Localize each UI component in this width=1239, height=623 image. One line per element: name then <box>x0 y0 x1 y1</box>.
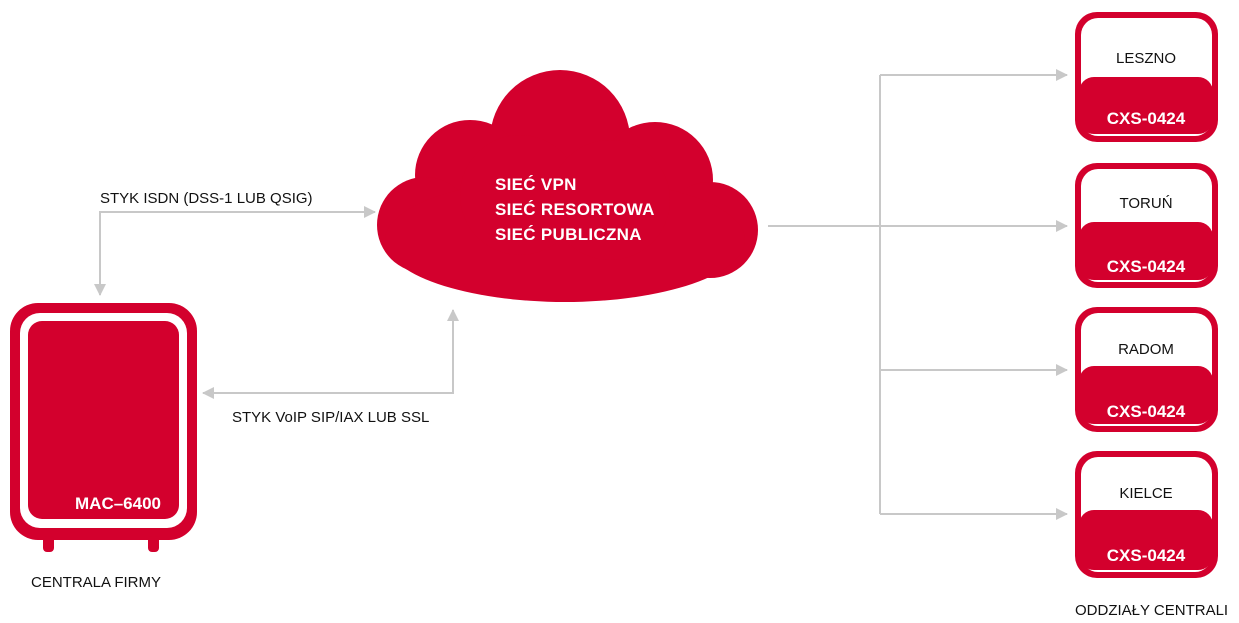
cloud-line-vpn: SIEĆ VPN <box>495 175 577 194</box>
cloud-line-publiczna: SIEĆ PUBLICZNA <box>495 225 642 244</box>
voip-connector <box>202 309 459 399</box>
branch-model-kielce: CXS-0424 <box>1106 546 1186 565</box>
branch-device-torun <box>1075 163 1218 288</box>
branch-connector <box>768 69 1068 520</box>
headquarters-caption: CENTRALA FIRMY <box>31 574 162 591</box>
branch-city-torun: TORUŃ <box>1119 195 1173 212</box>
branches-caption: ODDZIAŁY CENTRALI <box>1075 602 1229 619</box>
voip-link-label: STYK VoIP SIP/IAX LUB SSL <box>232 409 430 426</box>
branch-device-radom <box>1075 307 1218 432</box>
branch-model-torun: CXS-0424 <box>1106 257 1186 276</box>
branch-city-leszno: LESZNO <box>1115 50 1176 67</box>
branch-city-radom: RADOM <box>1118 341 1174 358</box>
headquarters-model: MAC–6400 <box>75 494 161 513</box>
branch-device-kielce <box>1075 451 1218 578</box>
network-cloud <box>377 70 758 302</box>
isdn-link-label: STYK ISDN (DSS-1 LUB QSIG) <box>100 190 313 207</box>
cloud-labels: SIEĆ VPN SIEĆ RESORTOWA SIEĆ PUBLICZNA <box>495 172 655 247</box>
branch-city-kielce: KIELCE <box>1119 485 1173 502</box>
isdn-connector <box>94 206 376 296</box>
branch-model-leszno: CXS-0424 <box>1106 109 1186 128</box>
cloud-line-resortowa: SIEĆ RESORTOWA <box>495 200 655 219</box>
branch-device-leszno <box>1075 12 1218 142</box>
headquarters-device <box>10 303 197 552</box>
branch-model-radom: CXS-0424 <box>1106 402 1186 421</box>
